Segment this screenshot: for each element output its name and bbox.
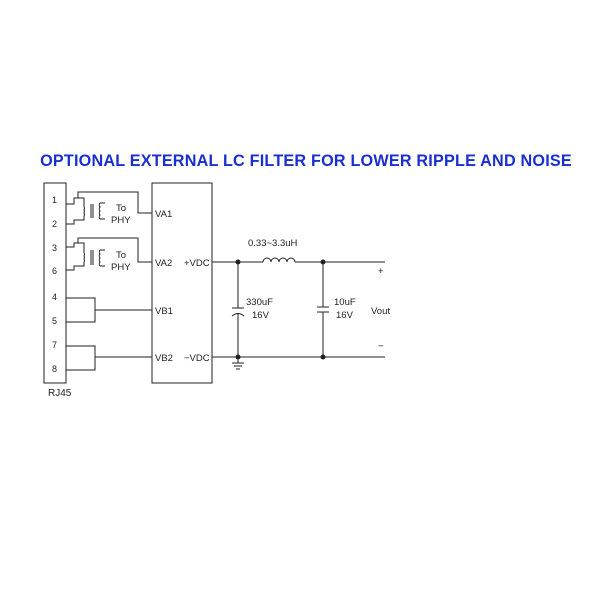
transformer-2 [66, 237, 152, 271]
connector-label: RJ45 [48, 388, 72, 399]
transformer-1 [66, 191, 152, 225]
pair-4-5 [66, 297, 96, 323]
module-pin-label: VB1 [155, 306, 173, 317]
transformer-label: PHY [111, 262, 131, 273]
pin-number: 6 [52, 266, 57, 276]
capacitor-voltage: 16V [336, 310, 354, 321]
inductor-label: 0.33~3.3uH [248, 238, 298, 249]
pin-number: 8 [52, 364, 57, 374]
inductor [262, 257, 296, 263]
output-label: Vout [371, 306, 390, 317]
ground-icon [232, 357, 244, 370]
module-pin-label: −VDC [184, 353, 210, 364]
pin-number: 4 [52, 292, 57, 302]
pair-7-8 [66, 345, 96, 371]
pin-number: 7 [52, 340, 57, 350]
pin-number: 1 [52, 195, 57, 205]
module-pin-label: VA1 [155, 209, 172, 220]
pin-number: 5 [52, 316, 57, 326]
rj45-connector [43, 182, 67, 384]
power-module [151, 182, 213, 384]
capacitor-value: 10uF [334, 297, 356, 308]
module-pin-label: +VDC [184, 258, 210, 269]
pin-number: 2 [52, 219, 57, 229]
output-minus: − [378, 341, 384, 352]
diagram-title: OPTIONAL EXTERNAL LC FILTER FOR LOWER RI… [40, 152, 572, 170]
capacitor-330uf [231, 262, 245, 357]
capacitor-10uf [317, 262, 329, 357]
junction-dots [235, 259, 326, 360]
capacitor-voltage: 16V [252, 310, 270, 321]
capacitor-value: 330uF [246, 297, 273, 308]
transformer-label: To [116, 250, 126, 261]
module-pin-label: VB2 [155, 353, 173, 364]
transformer-label: PHY [111, 215, 131, 226]
transformer-label: To [116, 203, 126, 214]
module-pin-label: VA2 [155, 258, 172, 269]
pin-number: 3 [52, 243, 57, 253]
output-plus: + [378, 266, 384, 277]
